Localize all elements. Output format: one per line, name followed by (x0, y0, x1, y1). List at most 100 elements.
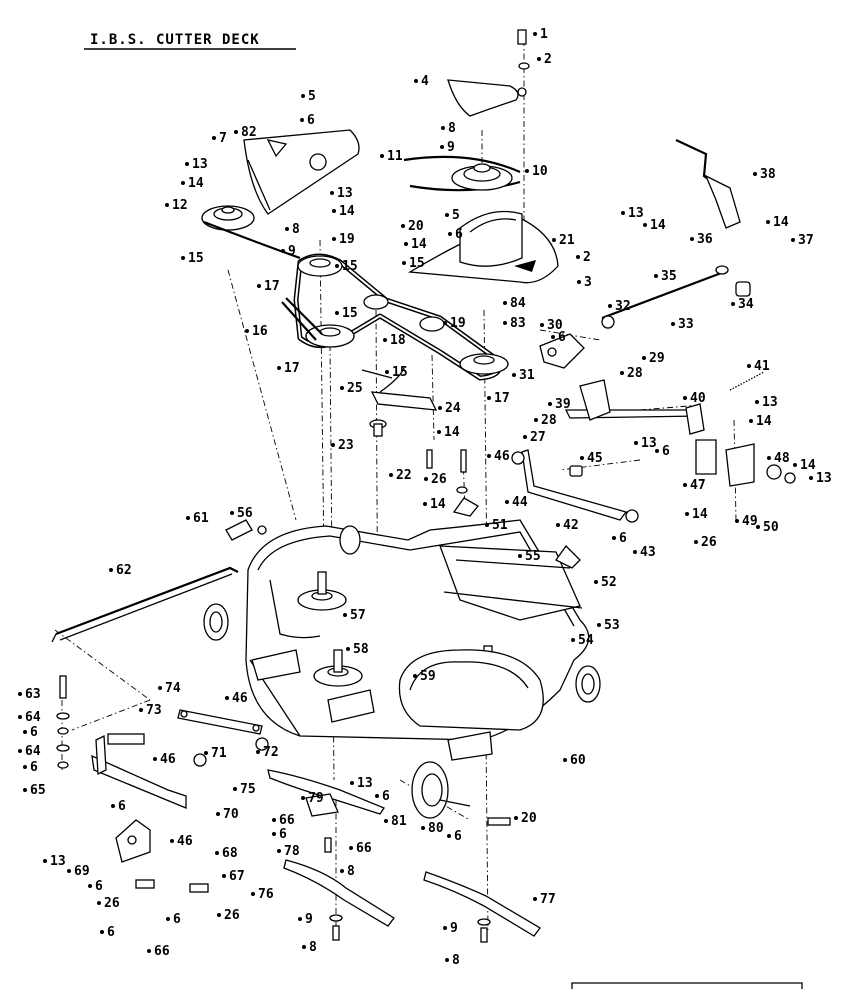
callout-leader-dot (633, 550, 637, 554)
callout-leader-dot (301, 94, 305, 98)
callout-leader-dot (655, 449, 659, 453)
part-number-callout: 8 (309, 940, 317, 955)
callout-leader-dot (690, 237, 694, 241)
part-number-callout: 19 (450, 316, 466, 331)
part-number-callout: 13 (628, 206, 644, 221)
part-number-callout: 14 (800, 458, 816, 473)
callout-leader-dot (153, 757, 157, 761)
part-number-callout: 14 (773, 215, 789, 230)
part-number-callout: 8 (292, 222, 300, 237)
part-number-callout: 3 (584, 275, 592, 290)
callout-leader-dot (634, 441, 638, 445)
part-number-callout: 13 (337, 186, 353, 201)
callout-leader-dot (443, 926, 447, 930)
gauge-wheel-bracket-70 (91, 733, 187, 809)
callout-leader-dot (383, 338, 387, 342)
callout-leader-dot (766, 220, 770, 224)
part-number-callout: 68 (222, 846, 238, 861)
part-number-callout: 14 (430, 497, 446, 512)
part-number-callout: 54 (578, 633, 594, 648)
callout-leader-dot (335, 311, 339, 315)
callout-leader-dot (594, 580, 598, 584)
callout-leader-dot (563, 758, 567, 762)
part-number-callout: 39 (555, 397, 571, 412)
pins-and-bolts-left (56, 675, 269, 893)
part-number-callout: 50 (763, 520, 779, 535)
callout-leader-dot (298, 917, 302, 921)
callout-leader-dot (556, 523, 560, 527)
part-number-callout: 37 (798, 233, 814, 248)
part-number-callout: 6 (95, 879, 103, 894)
part-number-callout: 13 (50, 854, 66, 869)
part-number-callout: 56 (237, 506, 253, 521)
part-number-callout: 40 (690, 391, 706, 406)
part-number-callout: 14 (188, 176, 204, 191)
deck-baffles (251, 649, 493, 761)
callout-leader-dot (747, 364, 751, 368)
callout-leader-dot (349, 846, 353, 850)
callout-leader-dot (181, 181, 185, 185)
callout-leader-dot (234, 130, 238, 134)
part-number-callout: 26 (701, 535, 717, 550)
callout-leader-dot (330, 191, 334, 195)
part-number-callout: 46 (177, 834, 193, 849)
bracket-51 (452, 497, 479, 517)
anti-scalp-bar-62 (51, 566, 239, 643)
part-number-callout: 57 (350, 608, 366, 623)
lift-handle-38 (675, 139, 741, 229)
part-number-callout: 46 (160, 752, 176, 767)
callout-leader-dot (523, 435, 527, 439)
spindle-housing-21 (407, 210, 559, 284)
callout-leader-dot (767, 456, 771, 460)
callout-leader-dot (389, 473, 393, 477)
callout-leader-dot (654, 274, 658, 278)
callout-leader-dot (23, 788, 27, 792)
arm-73 (177, 709, 263, 735)
part-number-callout: 66 (356, 841, 372, 856)
bolt-22-26 (426, 449, 468, 494)
part-number-callout: 6 (454, 829, 462, 844)
callout-leader-dot (440, 145, 444, 149)
part-number-callout: 17 (284, 361, 300, 376)
callout-leader-dot (404, 242, 408, 246)
callout-leader-dot (620, 371, 624, 375)
callout-leader-dot (300, 118, 304, 122)
part-number-callout: 72 (263, 745, 279, 760)
part-number-callout: 16 (252, 324, 268, 339)
part-number-callout: 20 (408, 219, 424, 234)
alignment-lines (54, 40, 737, 940)
callout-leader-dot (694, 540, 698, 544)
part-number-callout: 64 (25, 710, 41, 725)
callout-leader-dot (642, 356, 646, 360)
corner-box (571, 982, 803, 989)
gauge-wheel-81 (411, 761, 511, 826)
callout-leader-dot (350, 781, 354, 785)
part-number-callout: 18 (390, 333, 406, 348)
callout-leader-dot (222, 874, 226, 878)
callout-leader-dot (413, 674, 417, 678)
callout-leader-dot (423, 502, 427, 506)
part-number-callout: 28 (541, 413, 557, 428)
part-number-callout: 6 (30, 725, 38, 740)
callout-leader-dot (612, 536, 616, 540)
part-number-callout: 31 (519, 368, 535, 383)
part-number-callout: 24 (445, 401, 461, 416)
callout-leader-dot (597, 623, 601, 627)
part-number-callout: 6 (558, 330, 566, 345)
callout-leader-dot (212, 136, 216, 140)
part-number-callout: 8 (452, 953, 460, 968)
blade-75 (267, 769, 385, 817)
part-number-callout: 82 (241, 125, 257, 140)
part-number-callout: 33 (678, 317, 694, 332)
part-number-callout: 6 (118, 799, 126, 814)
callout-leader-dot (505, 500, 509, 504)
deck-belt-guard (398, 649, 544, 731)
callout-leader-dot (215, 851, 219, 855)
part-number-callout: 84 (510, 296, 526, 311)
part-number-callout: 78 (284, 844, 300, 859)
part-number-callout: 6 (382, 789, 390, 804)
callout-leader-dot (272, 818, 276, 822)
callout-leader-dot (448, 232, 452, 236)
callout-leader-dot (791, 238, 795, 242)
part-number-callout: 46 (494, 449, 510, 464)
